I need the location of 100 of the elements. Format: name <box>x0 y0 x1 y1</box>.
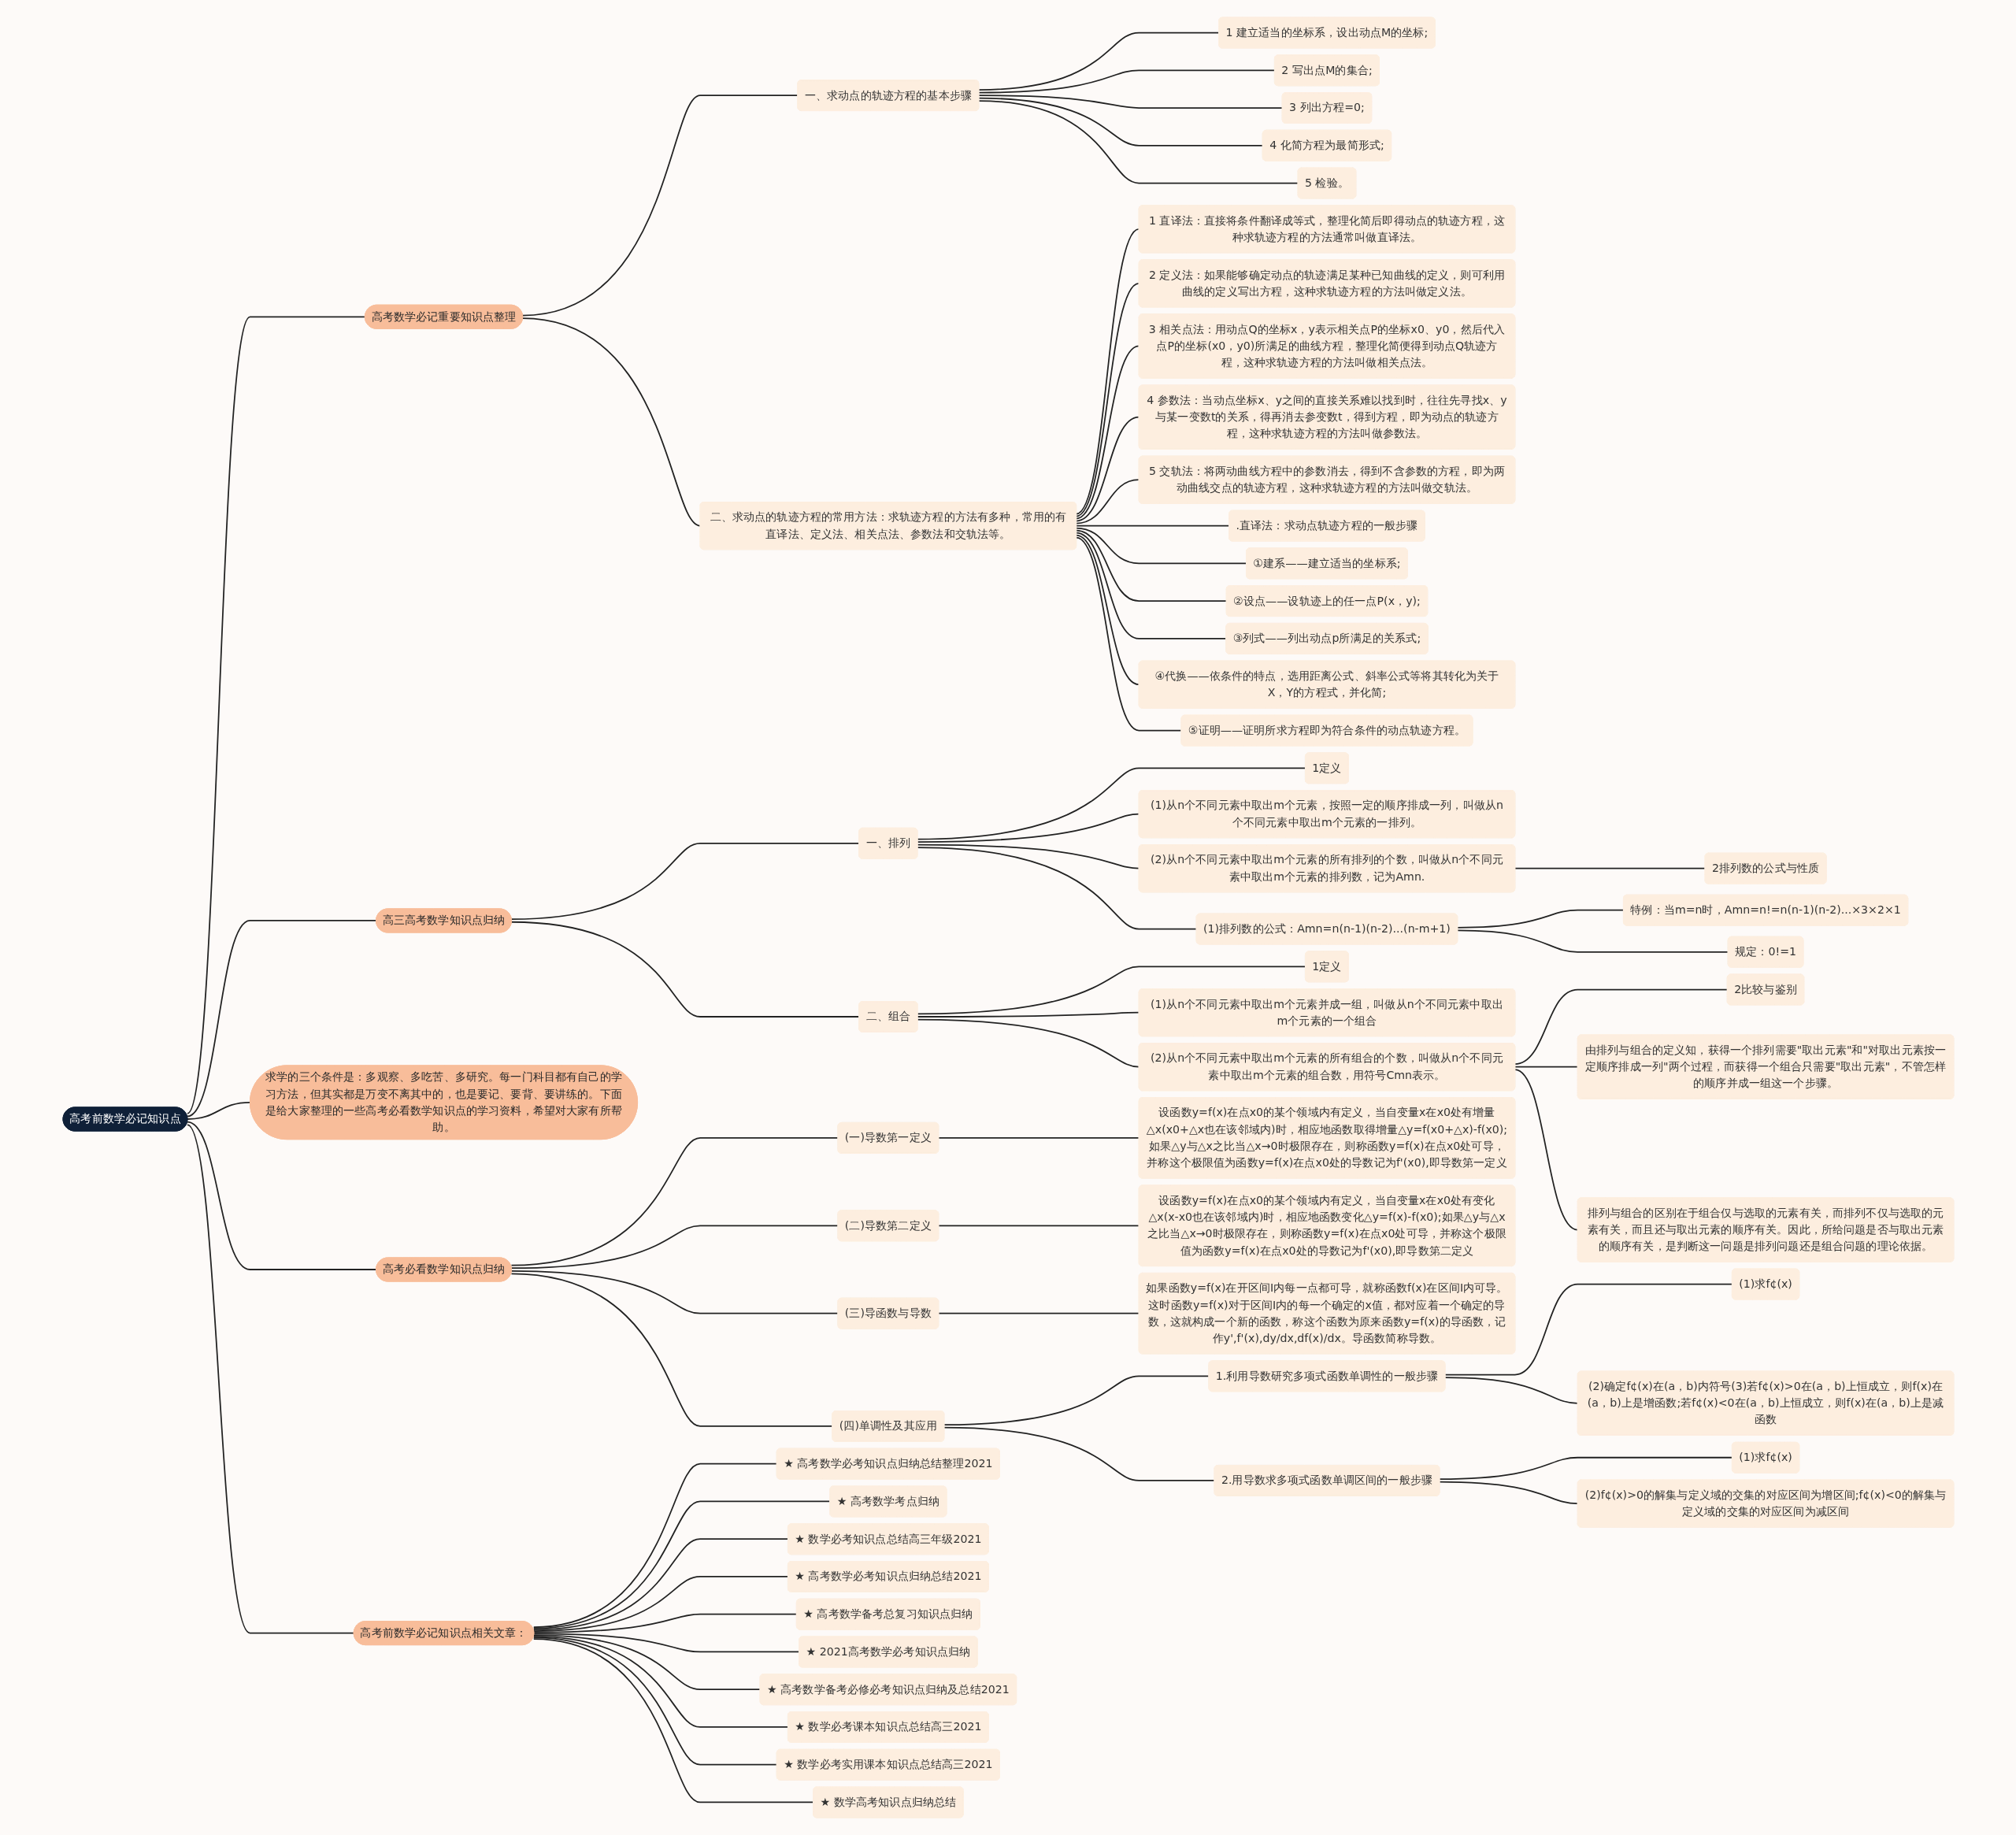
note-box: 1 直译法：直接将条件翻译成等式，整理化简后即得动点的轨迹方程，这种求轨迹方程的方法通常叫做直译法。 <box>1138 205 1515 254</box>
connector-line <box>916 1011 1140 1018</box>
connector-line <box>977 97 1263 146</box>
connector-line <box>510 921 860 1018</box>
connector-line <box>1075 525 1230 527</box>
connector-line <box>532 1635 788 1728</box>
note-box: (二)导数第二定义 <box>837 1210 939 1242</box>
note-box: 1定义 <box>1304 752 1349 784</box>
branch-topic: 高三高考数学知识点归纳 <box>375 908 512 933</box>
connector-line <box>943 1375 1210 1426</box>
note-box: (2)确定f¢(x)在(a，b)内符号(3)若f¢(x)>0在(a，b)上恒成立，则f(x)在(a，b)上是增函数;若f¢(x)<0在(a，b)上恒成立，则f(x)在(a，b)上是减函数 <box>1577 1370 1954 1436</box>
note-box: 2 写出点M的集合; <box>1273 54 1380 87</box>
note-box: 一、排列 <box>858 827 917 859</box>
connector-line <box>977 32 1220 91</box>
note-box: 二、求动点的轨迹方程的常用方法：求轨迹方程的方法有多种，常用的有直译法、定义法、相关点法、参数法和交轨法等。 <box>699 502 1077 550</box>
connector-line <box>1075 529 1227 602</box>
note-box: (2)从n个不同元素中取出m个元素的所有排列的个数，叫做从n个不同元素中取出m个元素的排列数，记为Amn. <box>1138 844 1515 893</box>
note-box: .直译法：求动点轨迹方程的一般步骤 <box>1228 510 1425 542</box>
note-box: 2.用导数求多项式函数单调区间的一般步骤 <box>1214 1465 1440 1496</box>
connector-line <box>510 1137 839 1266</box>
connector-line <box>532 1500 831 1629</box>
note-box: 排列与组合的区别在于组合仅与选取的元素有关，而排列不仅与选取的元素有关，而且还与取出元素的顺序有关。因此，所给问题是否与取出元素的顺序有关，是判断这一问题是排列问题还是组合问题的理论依据。 <box>1577 1197 1954 1262</box>
note-box: ★ 数学必考知识点总结高三年级2021 <box>787 1523 989 1555</box>
connector-line <box>510 1273 833 1427</box>
note-box: ①建系——建立适当的坐标系; <box>1245 547 1408 580</box>
connector-line <box>186 1121 376 1270</box>
connector-line <box>186 1124 354 1634</box>
connector-line <box>937 1312 1140 1314</box>
connector-line <box>532 1637 777 1766</box>
branch-topic: 高考数学必记重要知识点整理 <box>364 304 523 329</box>
connector-line <box>532 1462 777 1628</box>
note-box: 5 检验。 <box>1297 167 1356 199</box>
connector-line <box>1075 479 1140 525</box>
note-box: (1)求f¢(x) <box>1731 1441 1799 1474</box>
note-box: ④代换——依条件的特点，选用距离公式、斜率公式等将其转化为关于X，Y的方程式，并化简; <box>1138 660 1515 709</box>
note-box: ★ 数学必考课本知识点总结高三2021 <box>787 1711 989 1743</box>
note-box: (三)导函数与导数 <box>837 1297 939 1329</box>
connector-line <box>521 95 799 317</box>
connector-line <box>1438 1481 1578 1504</box>
connector-line <box>1075 532 1227 639</box>
note-box: 设函数y=f(x)在点x0的某个领域内有定义，当自变量x在x0处有增量△x(x0+△x也在该邻域内)时，相应地函数取得增量△y=f(x0+△x)-f(x0);如果△y与△x之比当△x→0时极限存在，则称函数y=f(x)在点x0处可导，并称这个极限值为函数y=f(x)在点x0处的导数记为f'(x0),即导数第一定义 <box>1138 1097 1515 1179</box>
connector-line <box>532 1538 788 1631</box>
note-box: ⑤证明——证明所求方程即为符合条件的动点轨迹方程。 <box>1180 714 1473 747</box>
connector-line <box>1456 929 1729 953</box>
note-box: ★ 高考数学考点归纳 <box>828 1485 947 1518</box>
connector-line <box>532 1633 800 1653</box>
note-box: (2)f¢(x)>0的解集与定义域的交集的对应区间为增区间;f¢(x)<0的解集与定义域的交集的对应区间为减区间 <box>1577 1479 1954 1528</box>
connector-line <box>1514 867 1706 869</box>
note-box: 2比较与鉴别 <box>1726 973 1804 1006</box>
note-box: 1.利用导数研究多项式函数单调性的一般步骤 <box>1208 1360 1445 1392</box>
connector-line <box>1438 1456 1732 1481</box>
connector-line <box>1456 909 1624 929</box>
central-topic: 高考前数学必记知识点 <box>62 1107 187 1132</box>
connector-line <box>1075 416 1140 522</box>
note-box: 一、求动点的轨迹方程的基本步骤 <box>797 80 979 111</box>
note-box: (四)单调性及其应用 <box>832 1411 944 1442</box>
note-box: ②设点——设轨迹上的任一点P(x，y); <box>1225 585 1428 617</box>
branch-topic: 高考必看数学知识点归纳 <box>375 1257 512 1282</box>
connector-line <box>937 1225 1140 1227</box>
connector-line <box>977 69 1275 94</box>
connector-line <box>186 1101 250 1120</box>
connector-line <box>186 920 376 1118</box>
note-box: 如果函数y=f(x)在开区间I内每一点都可导，就称函数f(x)在区间I内可导。这时函数y=f(x)对于区间I内的每一个确定的x值，都对应着一个确定的导数，这就构成一个新的函数，称这个函数为原来函数y=f(x)的导函数，记作y',f'(x),dy/dx,df(x)/dx。导函数简称导数。 <box>1138 1273 1515 1355</box>
connector-line <box>1075 536 1182 732</box>
note-box: ★ 数学高考知识点归纳总结 <box>812 1786 964 1818</box>
note-box: 规定：0!=1 <box>1727 936 1803 968</box>
note-box: 3 相关点法：用动点Q的坐标x，y表示相关点P的坐标x0、y0，然后代入点P的坐标(x0，y0)所满足的曲线方程，整理化简便得到动点Q轨迹方程，这种求轨迹方程的方法叫做相关点法。 <box>1138 313 1515 379</box>
connector-line <box>510 1225 839 1270</box>
connector-line <box>532 1634 761 1691</box>
note-box: ③列式——列出动点p所满足的关系式; <box>1225 622 1429 654</box>
note-box: 2排列数的公式与性质 <box>1704 852 1827 884</box>
connector-line <box>916 843 1140 869</box>
connector-line <box>510 1270 839 1314</box>
note-box: 3 列出方程=0; <box>1281 92 1372 124</box>
connector-line <box>977 100 1299 184</box>
connector-line <box>532 1576 788 1632</box>
note-box: ★ 数学必考实用课本知识点总结高三2021 <box>776 1748 1000 1781</box>
connector-line <box>1443 1377 1578 1404</box>
connector-line <box>1075 527 1247 565</box>
note-box: (1)从n个不同元素中取出m个元素并成一组，叫做从n个不同元素中取出m个元素的一个组合 <box>1138 988 1515 1037</box>
connector-line <box>943 1426 1215 1481</box>
connector-line <box>937 1137 1140 1139</box>
connector-line <box>1075 283 1140 517</box>
note-box: (一)导数第一定义 <box>837 1122 939 1154</box>
connector-line <box>916 813 1140 843</box>
connector-line <box>1075 345 1140 520</box>
note-box: (2)从n个不同元素中取出m个元素的所有组合的个数，叫做从n个不同元素中取出m个元素的组合数，用符号Cmn表示。 <box>1138 1043 1515 1092</box>
connector-line <box>1514 1066 1578 1068</box>
note-box: 设函数y=f(x)在点x0的某个领域内有定义，当自变量x在x0处有变化△x(x-x0也在该邻域内)时，相应地函数变化△y=f(x)-f(x0);如果△y与△x之比当△x→0时极限存在，则称函数y=f(x)在点x0处可导，并称这个极限值为函数y=f(x)在点x0处的导数记为f'(x0),即导数第二定义 <box>1138 1184 1515 1266</box>
connector-line <box>532 1638 814 1803</box>
note-box: 4 参数法：当动点坐标x、y之间的直接关系难以找到时，往往先寻找x、y与某一变数t的关系，得再消去参变数t，得到方程，即为动点的轨迹方程，这种求轨迹方程的方法叫做参数法。 <box>1138 384 1515 450</box>
note-box: 1定义 <box>1304 951 1349 983</box>
connector-line <box>916 767 1306 840</box>
note-box: 由排列与组合的定义知，获得一个排列需要"取出元素"和"对取出元素按一定顺序排成一列"两个过程，而获得一个组合只需要"取出元素"，不管怎样的顺序并成一组这一个步骤。 <box>1577 1034 1954 1099</box>
note-box: (1)求f¢(x) <box>1731 1268 1799 1300</box>
intro-bubble: 求学的三个条件是：多观察、多吃苦、多研究。每一门科目都有自己的学习方法，但其实都是万变不离其中的，也是要记、要背、要讲练的。下面是给大家整理的一些高考必看数学知识点的学习资料，希望对大家有所帮助。 <box>249 1065 638 1140</box>
note-box: ★ 高考数学必考知识点归纳总结整理2021 <box>776 1448 1000 1480</box>
connector-line <box>977 95 1283 109</box>
note-box: (1)从n个不同元素中取出m个元素，按照一定的顺序排成一列，叫做从n个不同元素中取出m个元素的一排列。 <box>1138 790 1515 839</box>
note-box: 5 交轨法：将两动曲线方程中的参数消去，得到不含参数的方程，即为两动曲线交点的轨迹方程，这种求轨迹方程的方法叫做交轨法。 <box>1138 455 1515 504</box>
